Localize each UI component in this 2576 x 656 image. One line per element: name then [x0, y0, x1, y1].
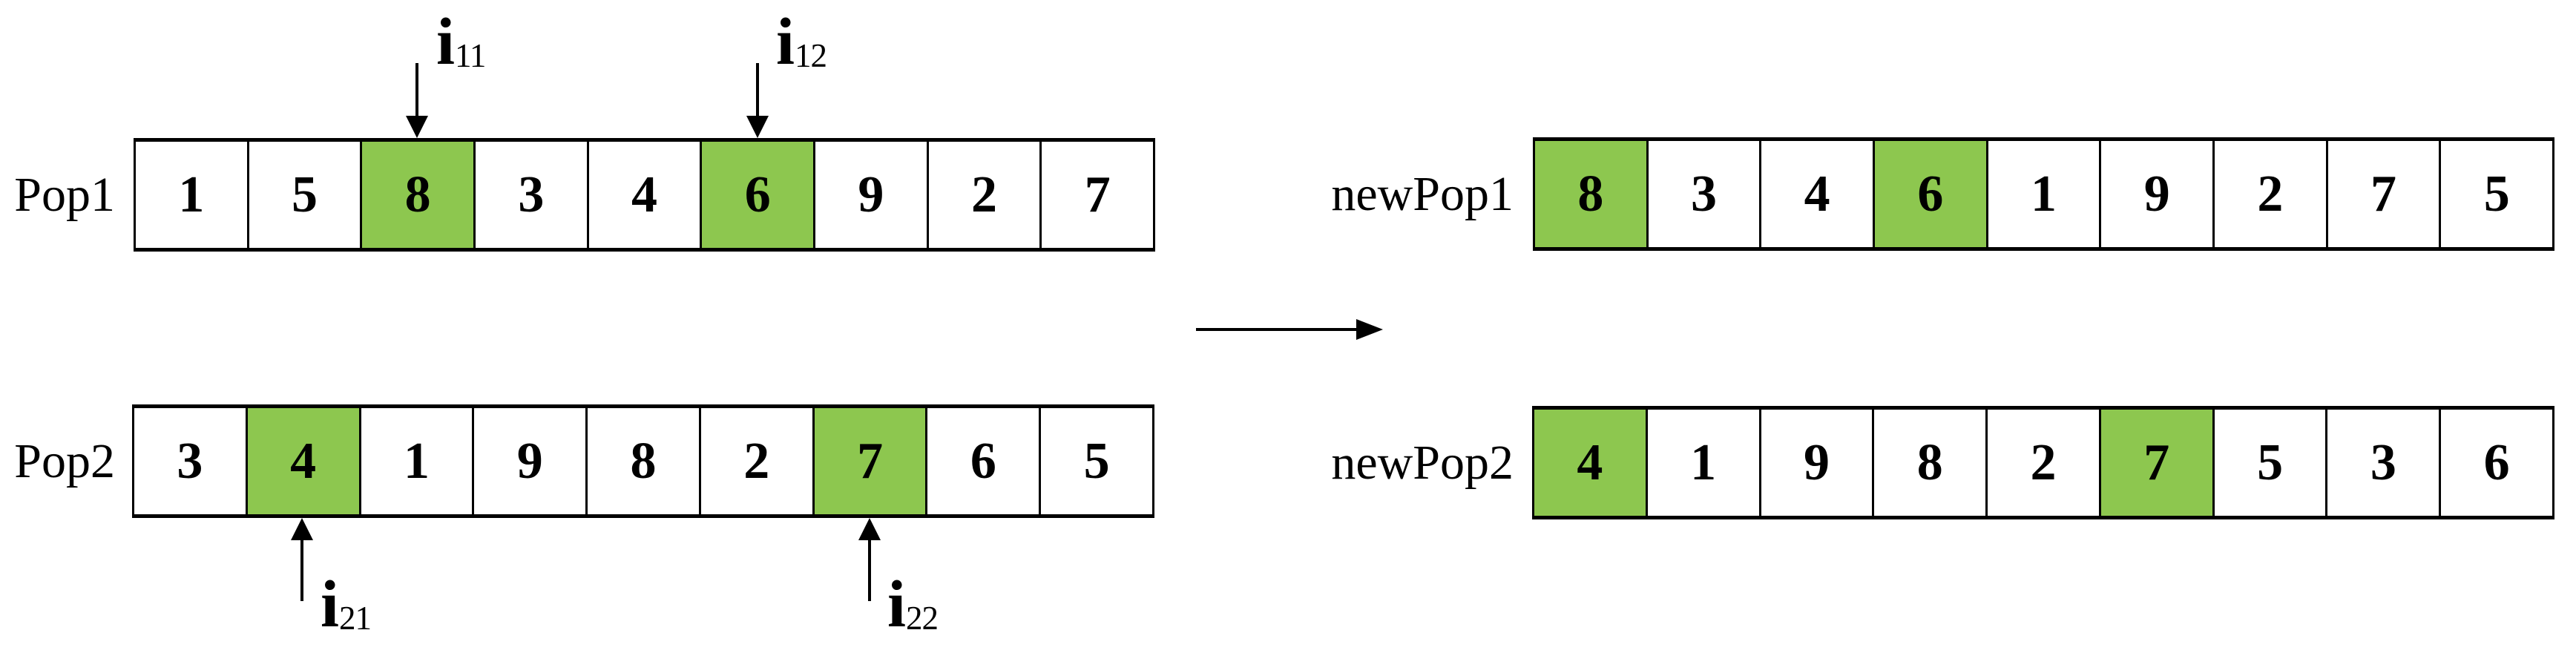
- cell-pop2-6: 7: [812, 406, 928, 516]
- i11-arrow-head: [406, 116, 428, 138]
- cell-newpop1-2: 4: [1759, 139, 1876, 249]
- cell-newpop1-0: 8: [1533, 139, 1649, 249]
- cell-pop1-5: 6: [700, 140, 816, 250]
- cell-newpop1-3: 6: [1873, 139, 1988, 249]
- cell-pop2-7: 6: [925, 406, 1042, 516]
- cell-pop1-4: 4: [586, 140, 703, 250]
- cell-newpop2-5: 7: [2098, 407, 2215, 518]
- marker-i12-subscript: 12: [795, 37, 827, 74]
- cell-pop1-7: 2: [926, 140, 1042, 250]
- cell-newpop1-5: 9: [2099, 139, 2215, 249]
- i22-arrow-head: [858, 518, 881, 540]
- cell-newpop1-1: 3: [1646, 139, 1762, 249]
- i12-arrow-shaft: [756, 63, 759, 117]
- marker-i12-base: i: [776, 5, 795, 79]
- i11-down-arrow-icon: [406, 63, 428, 138]
- cell-newpop1-7: 7: [2325, 139, 2442, 249]
- cell-pop1-0: 1: [134, 140, 249, 250]
- i22-arrow-shaft: [868, 539, 871, 601]
- i12-arrow-head: [746, 116, 769, 138]
- cell-pop1-2: 8: [360, 140, 476, 250]
- cell-newpop1-6: 2: [2212, 139, 2328, 249]
- marker-i21-subscript: 21: [339, 600, 372, 637]
- cell-pop2-2: 1: [358, 406, 475, 516]
- transform-arrow-shaft: [1196, 328, 1358, 331]
- cell-pop1-3: 3: [473, 140, 589, 250]
- cell-newpop1-8: 5: [2439, 139, 2555, 249]
- i21-arrow-head: [291, 518, 313, 540]
- cell-newpop2-3: 8: [1872, 407, 1988, 518]
- cell-newpop2-1: 1: [1645, 407, 1761, 518]
- cell-newpop2-7: 3: [2325, 407, 2442, 518]
- marker-label-i21: i21: [321, 568, 372, 641]
- cell-newpop2-6: 5: [2212, 407, 2328, 518]
- cell-pop1-6: 9: [813, 140, 929, 250]
- marker-i11-subscript: 11: [455, 37, 486, 74]
- pop1-label: Pop1: [14, 167, 115, 222]
- cell-pop2-4: 8: [585, 406, 701, 516]
- cell-pop1-8: 7: [1039, 140, 1156, 250]
- pop2-label: Pop2: [14, 433, 115, 488]
- marker-i22-base: i: [887, 568, 907, 641]
- cell-newpop2-0: 4: [1532, 407, 1648, 518]
- marker-i21-base: i: [321, 568, 340, 641]
- i21-up-arrow-icon: [291, 518, 313, 601]
- i11-arrow-shaft: [415, 63, 418, 117]
- marker-label-i12: i12: [776, 9, 827, 76]
- newpop2-label: newPop2: [1331, 435, 1514, 490]
- marker-label-i22: i22: [887, 568, 939, 641]
- cell-pop2-3: 9: [472, 406, 588, 516]
- cell-newpop2-4: 2: [1985, 407, 2101, 518]
- transform-arrow-icon: [1196, 319, 1383, 340]
- newpop1-label: newPop1: [1331, 166, 1514, 221]
- i22-up-arrow-icon: [858, 518, 881, 601]
- cell-newpop2-2: 9: [1758, 407, 1875, 518]
- cell-pop2-0: 3: [132, 406, 248, 516]
- marker-i11-base: i: [436, 5, 456, 79]
- cell-newpop2-8: 6: [2439, 407, 2555, 518]
- marker-i22-subscript: 22: [906, 600, 939, 637]
- cell-newpop1-4: 1: [1985, 139, 2102, 249]
- i12-down-arrow-icon: [746, 63, 769, 138]
- cell-pop2-8: 5: [1039, 406, 1155, 516]
- transform-arrow-head: [1356, 319, 1383, 340]
- cell-pop2-1: 4: [245, 406, 361, 516]
- i21-arrow-shaft: [300, 539, 303, 601]
- marker-label-i11: i11: [436, 9, 486, 76]
- cell-pop1-1: 5: [246, 140, 363, 250]
- cell-pop2-5: 2: [698, 406, 815, 516]
